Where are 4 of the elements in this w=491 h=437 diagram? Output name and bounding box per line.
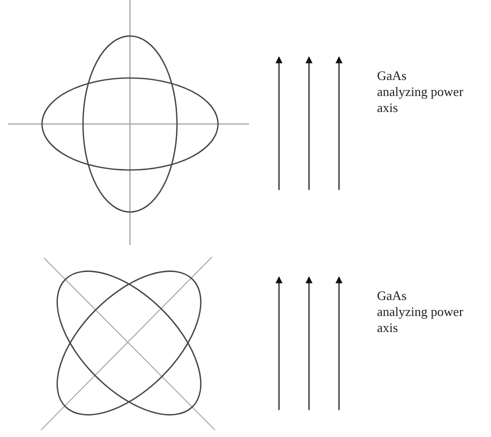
- axis-label: analyzing power axis: [377, 304, 464, 336]
- axis-label: analyzing power axis: [377, 84, 464, 116]
- axis-label: GaAs: [377, 288, 408, 304]
- axis-label: GaAs: [377, 68, 408, 84]
